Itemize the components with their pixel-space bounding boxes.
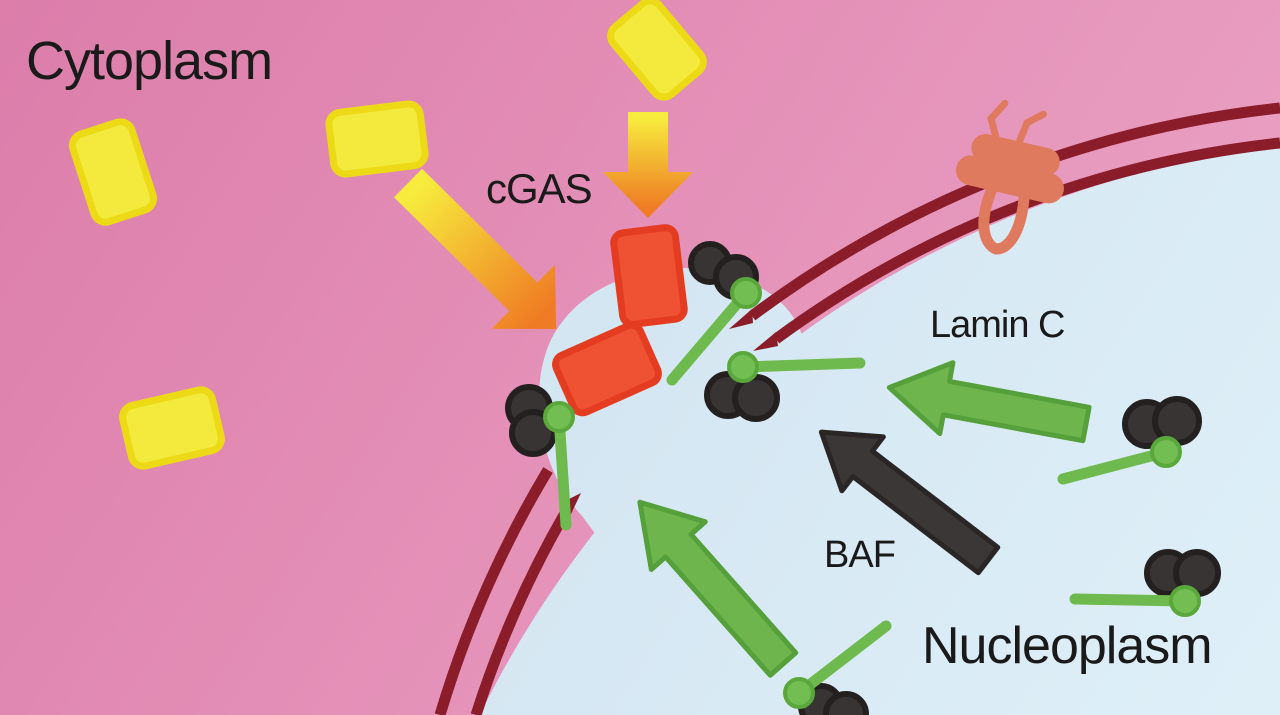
nucleoplasm-label: Nucleoplasm <box>922 617 1213 675</box>
cgas-molecule <box>325 100 429 178</box>
cgas-molecule <box>607 0 707 101</box>
membrane-torn-tip <box>753 332 778 351</box>
membrane-torn-tip <box>729 309 753 329</box>
lamin-c-arrow <box>886 360 1092 444</box>
nuclear-envelope-outer-left <box>434 467 553 715</box>
npc-nuclear-basket <box>978 181 1030 255</box>
lamin-c-arrow <box>637 499 799 678</box>
cgas-molecule <box>119 386 225 470</box>
baf-molecule <box>666 241 762 386</box>
baf-molecules <box>505 241 1221 715</box>
recruitment-arrows <box>637 360 1092 678</box>
cgas-arrow-down <box>603 112 693 218</box>
cgas-entry-arrows <box>393 112 693 330</box>
nuclear-envelope-inner-right <box>772 137 1280 344</box>
baf-arrow <box>818 429 1001 576</box>
nuclear-envelope-inner-left <box>470 505 573 715</box>
cytoplasm-label: Cytoplasm <box>26 31 273 91</box>
baf-molecule <box>1057 396 1202 485</box>
baf-molecule <box>783 620 892 715</box>
cgas-dna-complex <box>552 321 662 417</box>
lamin-c-label: Lamin C <box>930 304 1065 346</box>
baf-molecule <box>505 384 575 531</box>
cgas-arrow-diagonal <box>393 168 557 330</box>
npc-cytoplasmic-filament <box>1014 110 1047 149</box>
cgas-molecule <box>68 118 158 226</box>
npc-outer-ring <box>971 134 1060 176</box>
cgas-dna-complex <box>610 224 688 328</box>
cgas-molecules <box>68 0 707 470</box>
baf-molecule <box>704 351 866 422</box>
cgas-dna-complexes <box>552 224 688 417</box>
cgas-label: cGAS <box>486 165 593 212</box>
baf-molecule <box>1069 549 1221 617</box>
npc-inner-ring <box>955 155 1064 204</box>
baf-label: BAF <box>824 534 896 576</box>
membrane-torn-tip <box>561 493 581 516</box>
npc-cytoplasmic-filament <box>987 99 1009 148</box>
nuclear-pore-complex <box>955 99 1064 255</box>
